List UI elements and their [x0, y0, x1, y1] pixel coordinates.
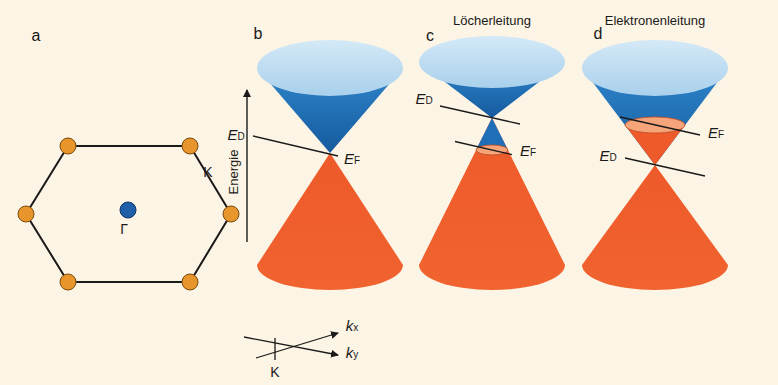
axis-label: kx: [346, 318, 359, 333]
panel-title: Löcherleitung: [453, 14, 531, 27]
energy-level: EF: [344, 151, 360, 166]
k-points: [18, 138, 239, 290]
dirac-cone-d: [582, 40, 728, 290]
energy-level: ED: [599, 148, 616, 163]
axis-label: Energie: [227, 150, 240, 195]
point-label: Γ: [120, 222, 128, 236]
k-axes: [244, 333, 338, 360]
energy-level: ED: [227, 127, 244, 142]
panel-letter: a: [32, 28, 41, 44]
energy-level: EF: [520, 143, 536, 158]
energy-axis: [246, 90, 247, 242]
panel-title: Elektronenleitung: [605, 14, 705, 27]
panel-letter: d: [594, 26, 603, 42]
dirac-cone-b: [253, 40, 403, 290]
energy-level: ED: [415, 91, 432, 106]
panel-letter: b: [254, 26, 263, 42]
panel-letter: c: [426, 28, 434, 44]
dirac-cone-c: [419, 36, 565, 290]
point-label: K: [203, 165, 212, 179]
brillouin-zone: [26, 146, 231, 282]
point-label: K: [270, 365, 279, 379]
axis-label: ky: [346, 345, 359, 360]
gamma-point: [120, 202, 136, 218]
energy-level: EF: [708, 125, 724, 140]
